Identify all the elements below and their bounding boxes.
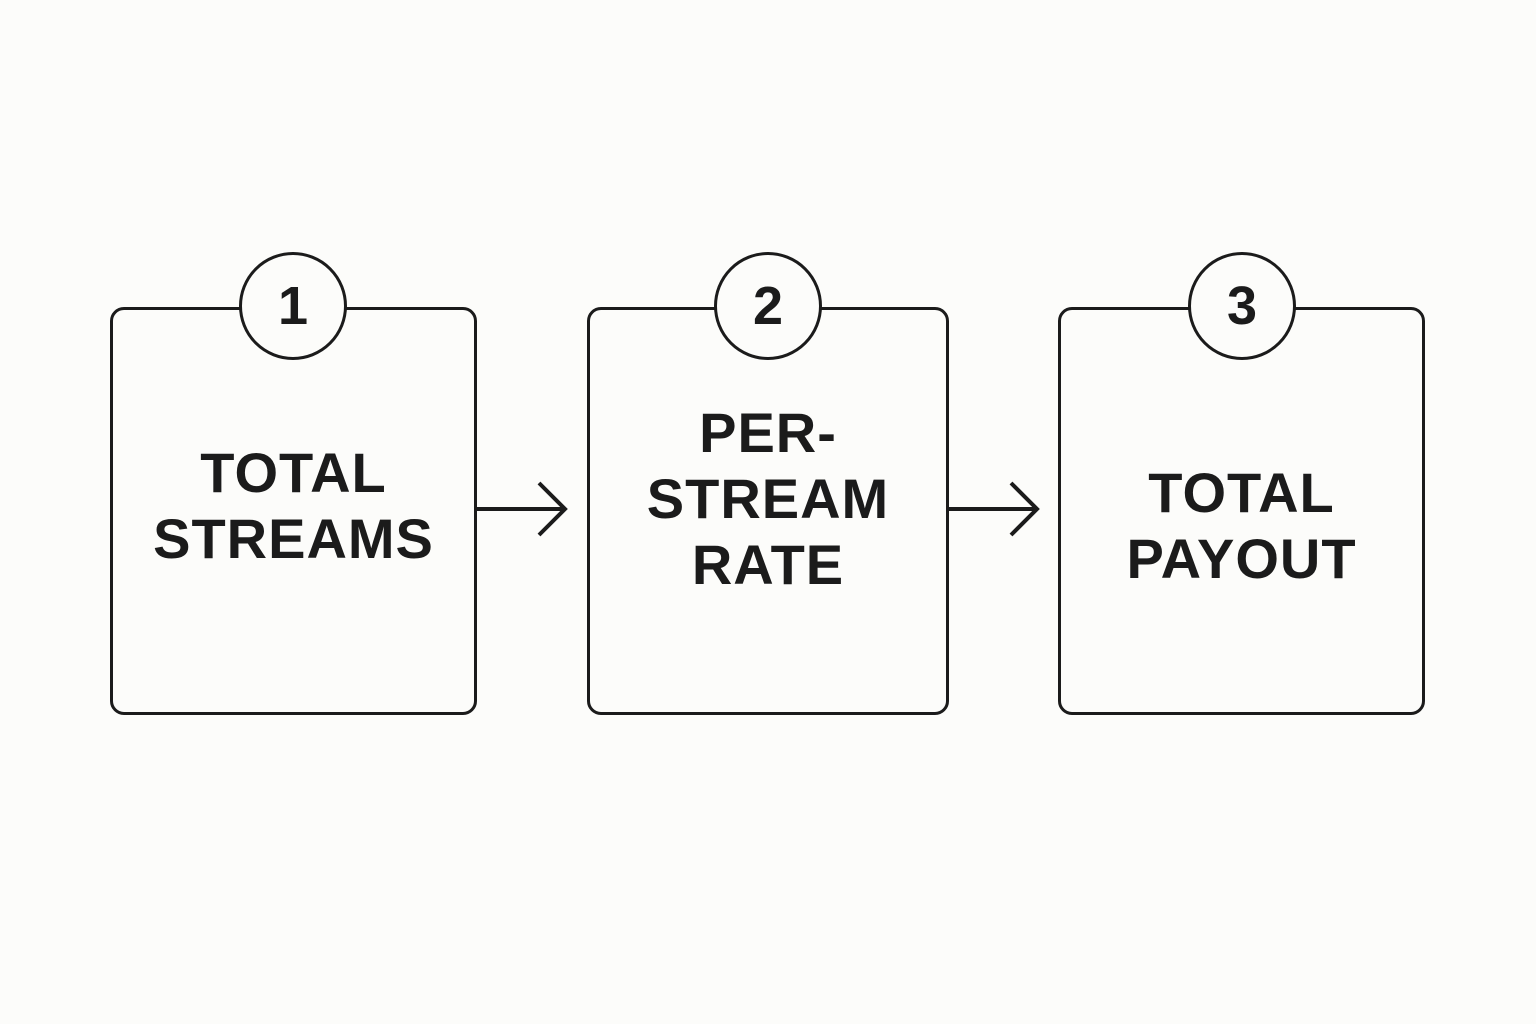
arrow-right-icon <box>949 481 1040 537</box>
step-label: PER- STREAM RATE <box>646 401 890 596</box>
step-box-total-payout: TOTAL PAYOUT <box>1058 307 1425 715</box>
step-number-badge: 3 <box>1188 252 1296 360</box>
step-box-per-stream-rate: PER- STREAM RATE <box>587 307 949 715</box>
step-number-badge: 1 <box>239 252 347 360</box>
arrow-right-icon <box>477 481 568 537</box>
step-box-total-streams: TOTAL STREAMS <box>110 307 477 715</box>
step-label: TOTAL PAYOUT <box>1126 461 1357 590</box>
step-number-badge: 2 <box>714 252 822 360</box>
step-label: TOTAL STREAMS <box>153 441 434 570</box>
